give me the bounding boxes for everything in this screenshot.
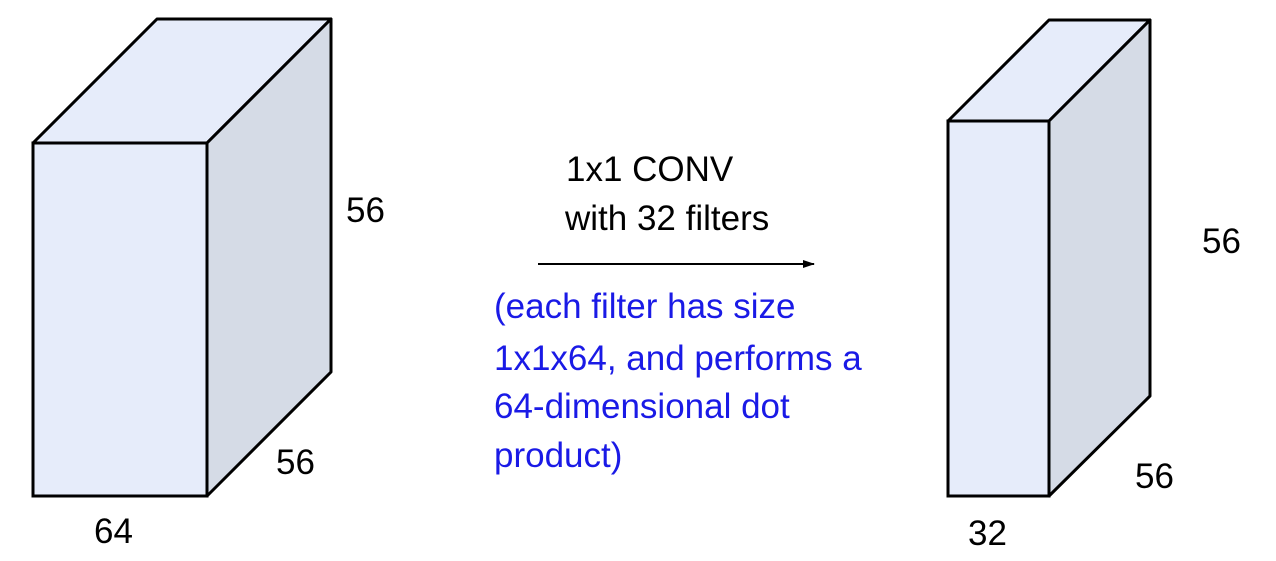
output-volume-front-face <box>946 119 1051 498</box>
conv-subtitle: with 32 filters <box>564 199 769 238</box>
input-depth-label: 56 <box>276 443 315 482</box>
output-height-label: 56 <box>1202 222 1241 261</box>
conv-title: 1x1 CONV <box>566 150 734 189</box>
output-width-label: 32 <box>968 514 1007 553</box>
filter-note-line-1: (each filter has size <box>494 287 796 326</box>
output-depth-label: 56 <box>1135 457 1174 496</box>
input-width-label: 64 <box>94 512 133 551</box>
filter-note-line-3: 64-dimensional dot <box>494 387 790 426</box>
input-volume-front-face <box>31 141 209 498</box>
input-height-label: 56 <box>346 191 385 230</box>
filter-note-line-4: product) <box>494 436 622 475</box>
filter-note-line-2: 1x1x64, and performs a <box>494 339 862 378</box>
output-volume <box>946 18 1152 498</box>
input-volume <box>31 17 333 498</box>
